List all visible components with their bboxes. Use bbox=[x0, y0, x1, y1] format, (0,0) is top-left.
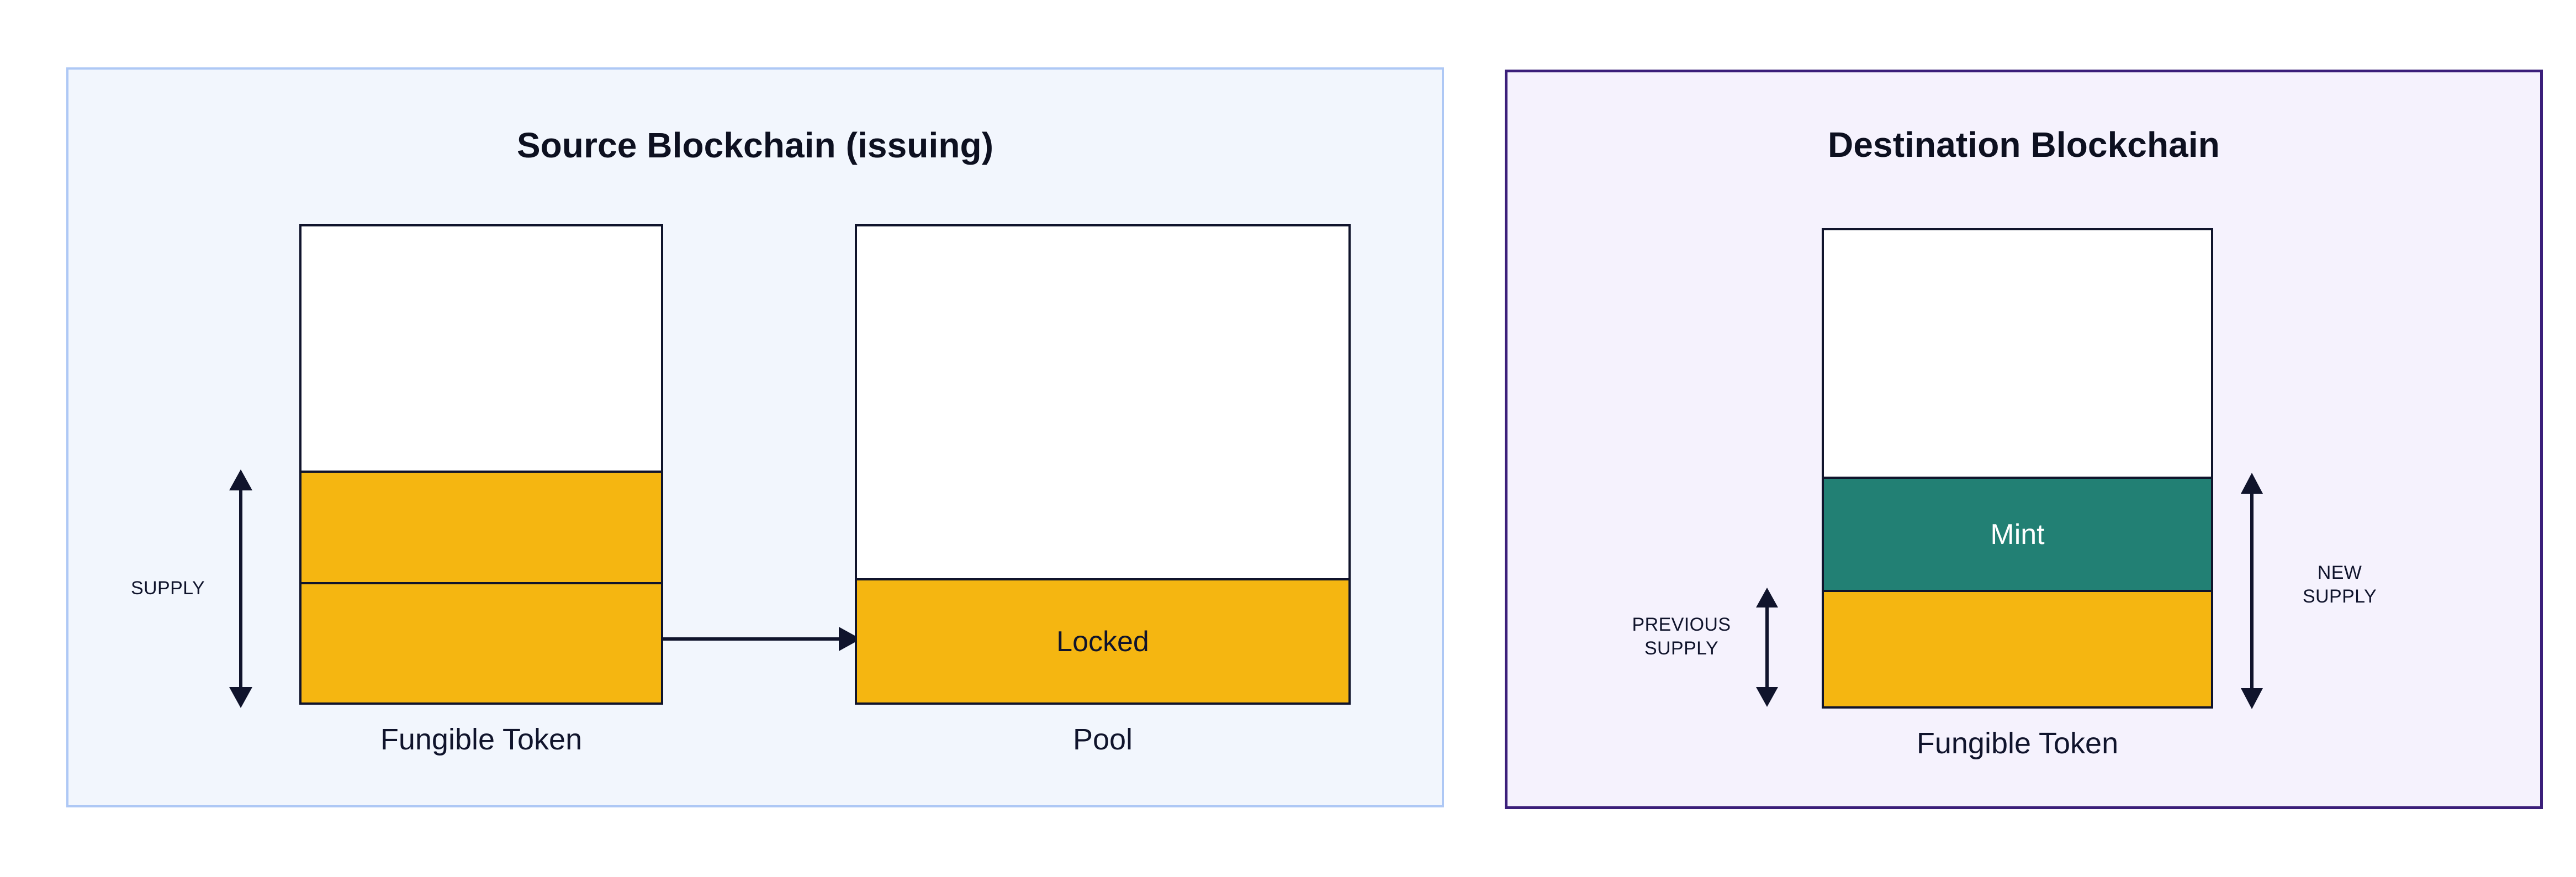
pool-segment-locked: Locked bbox=[857, 580, 1348, 702]
destination-panel-title: Destination Blockchain bbox=[1828, 125, 2220, 165]
destination-token-segment-mint-label: Mint bbox=[1990, 518, 2045, 551]
source-token-segment-supply-upper bbox=[301, 473, 661, 582]
new-supply-measure-label: NEW SUPPLY bbox=[2302, 562, 2377, 607]
destination-fungible-token-bar: Mint bbox=[1822, 228, 2213, 709]
source-token-segment-supply-lower bbox=[301, 584, 661, 702]
source-fungible-token-bar bbox=[299, 224, 663, 705]
destination-blockchain-panel: Destination Blockchain Mint Fungible Tok… bbox=[1505, 70, 2543, 809]
destination-token-segment-previous-supply bbox=[1824, 592, 2211, 706]
pool-divider bbox=[857, 578, 1348, 580]
previous-supply-measure-arrow bbox=[1754, 588, 1780, 707]
source-fungible-token-caption: Fungible Token bbox=[380, 723, 583, 756]
previous-supply-measure-label: PREVIOUS SUPPLY bbox=[1632, 614, 1731, 659]
source-token-segment-unused-headroom bbox=[301, 226, 661, 471]
source-token-divider-top bbox=[301, 471, 661, 473]
destination-token-divider-top bbox=[1824, 477, 2211, 479]
supply-measure-label: SUPPLY bbox=[130, 578, 205, 599]
destination-token-segment-unused-headroom bbox=[1824, 230, 2211, 477]
destination-token-divider-mid bbox=[1824, 590, 2211, 592]
source-blockchain-panel: Source Blockchain (issuing) Fungible Tok… bbox=[66, 67, 1444, 807]
destination-fungible-token-caption: Fungible Token bbox=[1916, 727, 2119, 760]
pool-segment-empty bbox=[857, 226, 1348, 578]
pool-segment-locked-label: Locked bbox=[1056, 625, 1149, 658]
supply-measure-arrow bbox=[228, 469, 254, 708]
pool-bar: Locked bbox=[855, 224, 1351, 705]
source-panel-title: Source Blockchain (issuing) bbox=[516, 125, 994, 165]
lock-flow-arrow bbox=[661, 626, 861, 652]
new-supply-measure-arrow bbox=[2239, 473, 2265, 709]
pool-caption: Pool bbox=[1072, 723, 1133, 756]
source-token-divider-mid bbox=[301, 582, 661, 584]
destination-token-segment-mint: Mint bbox=[1824, 479, 2211, 590]
